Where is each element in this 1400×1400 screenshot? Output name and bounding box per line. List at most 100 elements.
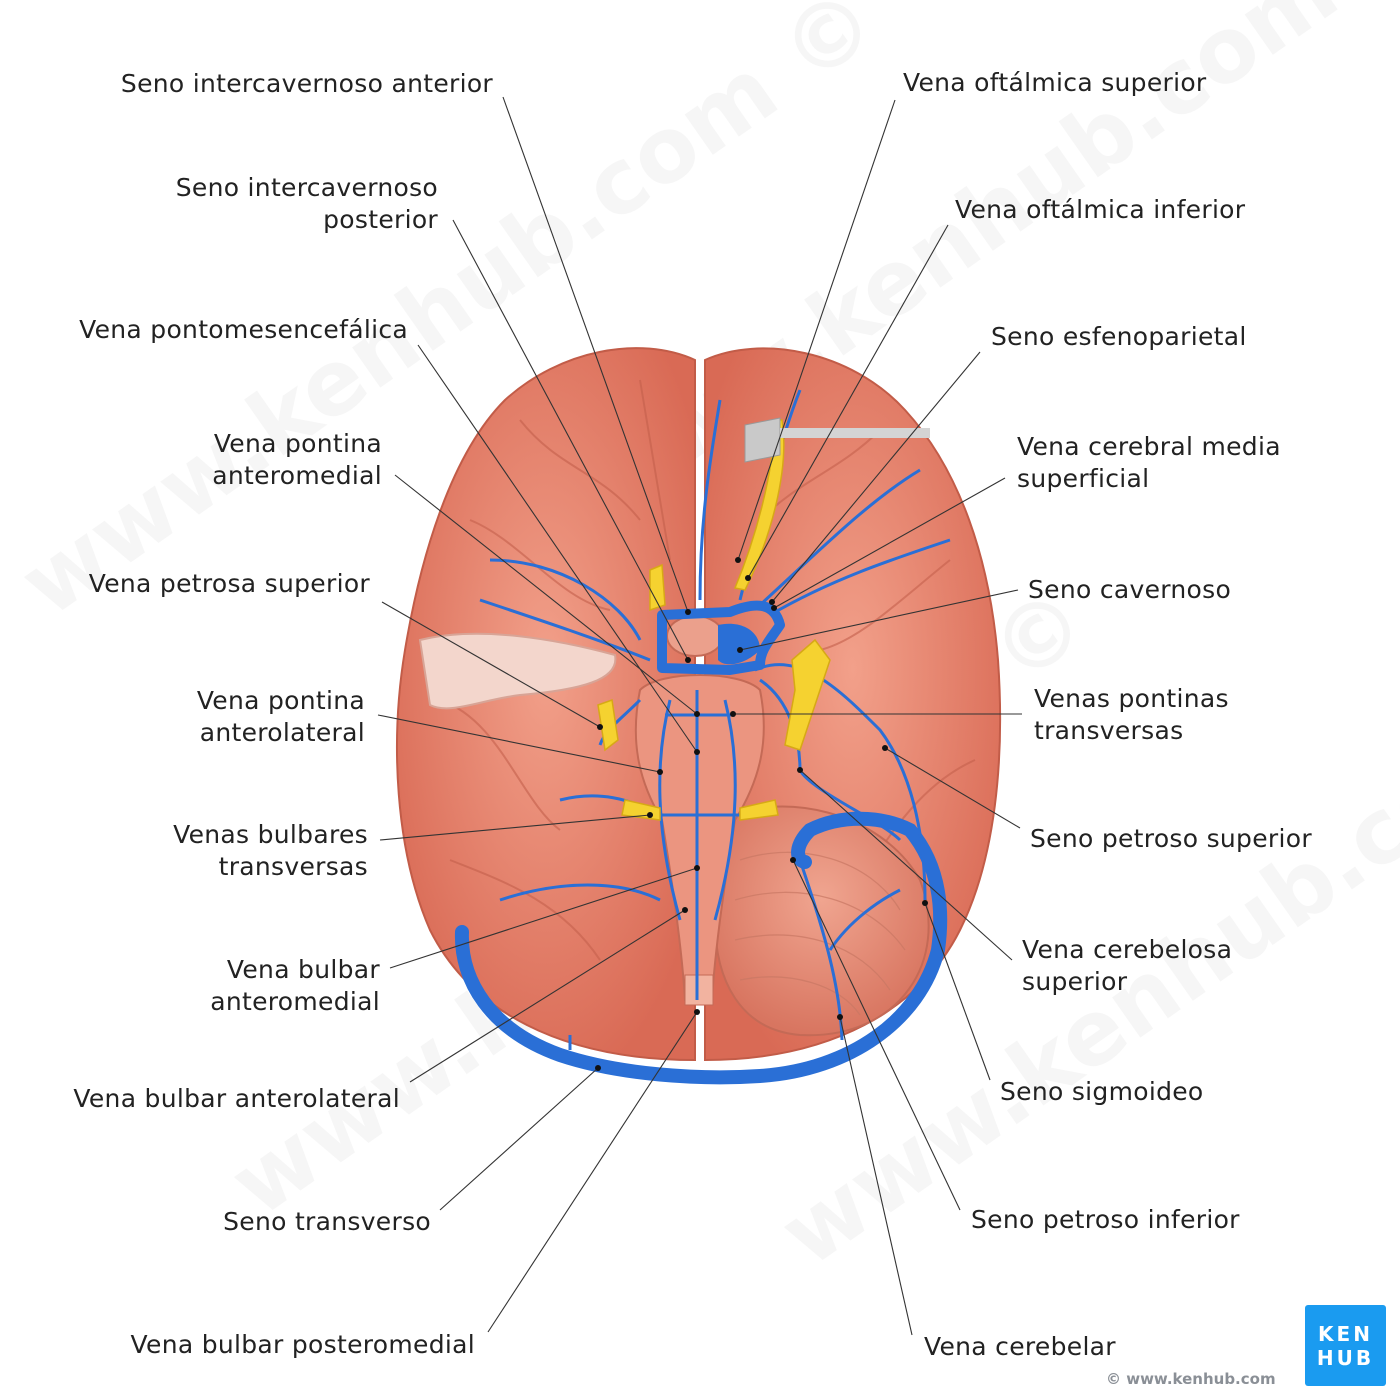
label-vena-oftalmica-superior: Vena oftálmica superior (903, 67, 1207, 99)
leader-line-vena-petrosa-superior (381, 601, 601, 728)
label-vena-pontina-anteromedial: Vena pontina anteromedial (212, 428, 382, 492)
label-vena-pontina-anterolateral: Vena pontina anterolateral (197, 685, 365, 749)
pointer-dot-venas-pontinas-transversas (730, 711, 736, 717)
label-seno-petroso-inferior: Seno petroso inferior (971, 1204, 1240, 1236)
pointer-dot-vena-pontina-anterolateral (657, 769, 663, 775)
label-line: Vena pontina (196, 686, 365, 715)
leader-line-seno-esfenoparietal (771, 351, 981, 603)
label-vena-bulbar-anterolateral: Vena bulbar anterolateral (73, 1083, 400, 1115)
label-vena-cerebelosa-superior: Vena cerebelosa superior (1022, 934, 1232, 998)
pointer-dot-seno-petroso-inferior (790, 857, 796, 863)
label-line: Seno sigmoideo (1000, 1077, 1204, 1106)
leader-line-vena-pontina-anteromedial (394, 474, 698, 715)
leader-line-vena-cerebelosa-superior (799, 769, 1013, 961)
pointer-dot-seno-intercavernoso-anterior (685, 609, 691, 615)
label-seno-transverso: Seno transverso (223, 1206, 431, 1238)
label-line: superficial (1017, 464, 1150, 493)
pointer-dot-vena-bulbar-anteromedial (694, 865, 700, 871)
pointer-dot-vena-petrosa-superior (597, 724, 603, 730)
label-vena-cerebelar: Vena cerebelar (924, 1331, 1116, 1363)
label-vena-cerebral-media-superficial: Vena cerebral media superficial (1017, 431, 1281, 495)
leader-line-vena-cerebelar (839, 1016, 913, 1336)
label-vena-petrosa-superior: Vena petrosa superior (89, 568, 370, 600)
label-line: anteromedial (210, 987, 380, 1016)
pointer-dot-seno-sigmoideo (922, 900, 928, 906)
label-line: transversas (1034, 716, 1184, 745)
leader-line-venas-bulbares-transversas (379, 814, 651, 841)
label-line: superior (1022, 967, 1128, 996)
leader-line-vena-bulbar-anteromedial (389, 867, 698, 969)
label-line: anteromedial (212, 461, 382, 490)
leader-line-vena-oftalmica-inferior (747, 224, 949, 579)
logo-text: KEN (1318, 1321, 1373, 1346)
label-line: Vena cerebral media (1017, 432, 1281, 461)
label-venas-pontinas-transversas: Venas pontinas transversas (1034, 683, 1229, 747)
pointer-dot-vena-cerebelosa-superior (797, 767, 803, 773)
label-line: Venas pontinas (1034, 684, 1229, 713)
pointer-dot-vena-oftalmica-superior (735, 557, 741, 563)
pointer-dot-vena-pontomesencefalica (694, 749, 700, 755)
left-hemisphere (396, 347, 696, 1062)
transverse-sinus (454, 811, 948, 1085)
label-line: Seno petroso inferior (971, 1205, 1240, 1234)
pointer-dot-seno-petroso-superior (882, 745, 888, 751)
pointer-dot-seno-esfenoparietal (769, 599, 775, 605)
leader-line-vena-bulbar-posteromedial (487, 1011, 698, 1333)
label-venas-bulbares-transversas: Venas bulbares transversas (173, 819, 368, 883)
label-line: Seno intercavernoso (175, 173, 438, 202)
label-vena-bulbar-anteromedial: Vena bulbar anteromedial (210, 954, 380, 1018)
label-line: Vena bulbar (226, 955, 380, 984)
leader-line-vena-pontina-anterolateral (377, 714, 661, 773)
label-vena-pontomesencefalica: Vena pontomesencefálica (79, 314, 408, 346)
leader-line-seno-petroso-inferior (792, 859, 961, 1211)
pointer-dot-vena-bulbar-anterolateral (682, 907, 688, 913)
pointer-dot-seno-cavernoso (737, 647, 743, 653)
label-line: Vena cerebelosa (1022, 935, 1233, 964)
label-seno-sigmoideo: Seno sigmoideo (1000, 1076, 1204, 1108)
pointer-dot-vena-oftalmica-inferior (745, 575, 751, 581)
leader-line-seno-intercavernoso-anterior (502, 96, 689, 613)
pointer-dot-vena-pontina-anteromedial (694, 711, 700, 717)
label-seno-cavernoso: Seno cavernoso (1028, 574, 1231, 606)
label-vena-oftalmica-inferior: Vena oftálmica inferior (955, 194, 1245, 226)
pointer-dot-seno-transverso (595, 1065, 601, 1071)
leader-line-seno-sigmoideo (924, 902, 991, 1081)
label-line: Seno intercavernoso anterior (120, 69, 493, 98)
label-line: Vena pontomesencefálica (79, 315, 408, 344)
retractor (744, 417, 781, 463)
temporal-cut (418, 632, 617, 710)
label-line: transversas (218, 852, 368, 881)
leader-line-seno-petroso-superior (884, 747, 1021, 829)
label-line: Venas bulbares (173, 820, 368, 849)
label-line: anterolateral (199, 718, 365, 747)
leader-line-seno-cavernoso (739, 589, 1019, 651)
label-seno-esfenoparietal: Seno esfenoparietal (991, 321, 1247, 353)
pointer-dot-vena-cerebral-media-superficial (771, 605, 777, 611)
label-line: Seno cavernoso (1028, 575, 1232, 604)
leader-line-vena-oftalmica-superior (737, 99, 896, 561)
label-line: Vena oftálmica inferior (955, 195, 1246, 224)
label-line: Vena oftálmica superior (903, 68, 1207, 97)
label-line: Vena bulbar posteromedial (130, 1330, 475, 1359)
leader-line-vena-bulbar-anterolateral (409, 909, 686, 1083)
kenhub-logo[interactable]: KEN HUB (1305, 1305, 1386, 1386)
label-line: Vena cerebelar (924, 1332, 1116, 1361)
pointer-dot-seno-intercavernoso-posterior (685, 657, 691, 663)
logo-text: HUB (1316, 1345, 1375, 1370)
label-seno-petroso-superior: Seno petroso superior (1030, 823, 1312, 855)
label-line: Seno transverso (223, 1207, 431, 1236)
leader-line-seno-intercavernoso-posterior (452, 219, 689, 661)
leader-line-vena-pontomesencefalica (417, 344, 698, 753)
label-vena-bulbar-posteromedial: Vena bulbar posteromedial (131, 1329, 475, 1361)
cavernous-sinus (657, 600, 785, 675)
label-seno-intercavernoso-anterior: Seno intercavernoso anterior (121, 68, 493, 100)
label-line: Vena pontina (213, 429, 382, 458)
copyright-text: © www.kenhub.com (1106, 1370, 1276, 1388)
leader-line-vena-cerebral-media-superficial (773, 477, 1006, 609)
leader-line-seno-transverso (439, 1067, 599, 1211)
label-line: Vena petrosa superior (88, 569, 370, 598)
pointer-dot-venas-bulbares-transversas (647, 812, 653, 818)
